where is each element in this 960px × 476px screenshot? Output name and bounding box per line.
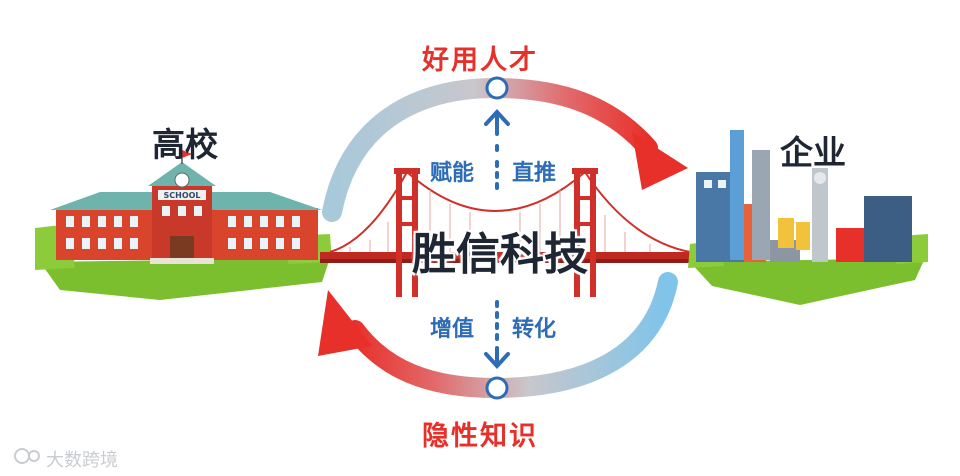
top-cycle-arrow bbox=[322, 77, 688, 222]
bottom-cycle-arrow bbox=[318, 272, 678, 399]
watermark-text: 大数跨境 bbox=[46, 450, 118, 471]
down-arrow-icon bbox=[484, 300, 510, 369]
bottom-node-label: 隐性知识 bbox=[422, 421, 538, 452]
label-up-right: 直推 bbox=[512, 161, 557, 186]
watermark-logo-icon bbox=[14, 448, 40, 464]
factory-icon bbox=[688, 120, 928, 305]
company-label: 企业 bbox=[780, 133, 846, 172]
top-arrow-head bbox=[632, 132, 688, 190]
top-node-circle bbox=[485, 76, 509, 100]
center-brand-label: 胜信科技 bbox=[412, 229, 588, 280]
label-up-left: 赋能 bbox=[430, 161, 475, 186]
school-sign-text: SCHOOL bbox=[163, 191, 200, 200]
school-label: 高校 bbox=[152, 125, 218, 164]
bottom-node-circle bbox=[485, 376, 509, 400]
label-down-right: 转化 bbox=[512, 317, 557, 342]
watermark: 大数跨境 bbox=[12, 446, 118, 472]
school-building-icon: SCHOOL bbox=[35, 150, 332, 300]
label-down-left: 增值 bbox=[430, 317, 475, 342]
bottom-arrow-head bbox=[318, 290, 372, 356]
bridge-icon bbox=[320, 168, 700, 297]
top-node-label: 好用人才 bbox=[422, 45, 538, 76]
up-arrow-icon bbox=[484, 109, 510, 192]
